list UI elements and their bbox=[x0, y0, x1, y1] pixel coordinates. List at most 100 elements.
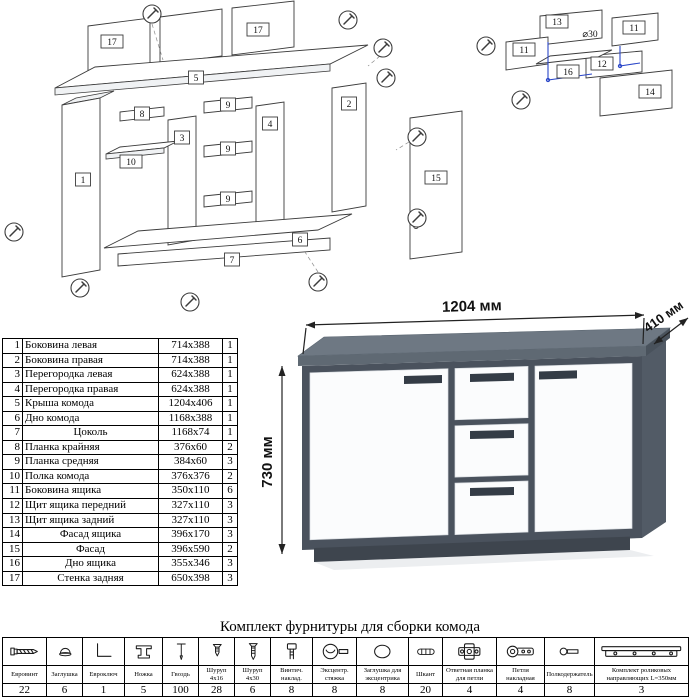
height-dimension: 730 мм bbox=[259, 366, 286, 554]
part-num: 13 bbox=[2, 512, 23, 529]
part-size: 1168x74 bbox=[158, 425, 223, 441]
hardware-qty: 6 bbox=[46, 683, 83, 697]
hardware-name: Петля накладная bbox=[496, 665, 545, 684]
hardware-qty: 22 bbox=[2, 683, 47, 697]
part-number-label: 2 bbox=[347, 100, 352, 110]
part-num: 2 bbox=[2, 352, 23, 369]
part-size: 650x398 bbox=[158, 570, 223, 587]
hardware-qty: 100 bbox=[162, 683, 199, 697]
hardware-qty: 8 bbox=[356, 683, 409, 697]
hardware-qty: 4 bbox=[442, 683, 497, 697]
part-name: Перегородка правая bbox=[22, 381, 159, 398]
hardware-name: Заглушка bbox=[46, 665, 83, 684]
hardware-icons-row bbox=[2, 637, 689, 666]
shelf-support-icon bbox=[544, 637, 595, 666]
part-num: 8 bbox=[2, 439, 23, 456]
part-name: Боковина правая bbox=[22, 352, 159, 369]
part-name: Дно ящика bbox=[22, 556, 159, 572]
part-number-label: 7 bbox=[230, 256, 235, 266]
hinge-icon bbox=[496, 637, 545, 666]
part-qty: 1 bbox=[222, 338, 238, 354]
plug-icon bbox=[46, 637, 83, 666]
handle-notch bbox=[404, 375, 442, 384]
handle-notches bbox=[404, 370, 577, 496]
dresser-facades bbox=[309, 362, 633, 541]
part-qty: 2 bbox=[222, 541, 238, 558]
part-name: Перегородка левая bbox=[22, 367, 159, 383]
hardware-name: Евровинт bbox=[2, 665, 47, 684]
part-size: 376x376 bbox=[158, 468, 223, 485]
fastener-callout-circle bbox=[373, 38, 393, 58]
part-number-box bbox=[545, 14, 569, 29]
fastener-callout-circle bbox=[376, 68, 396, 88]
part-number-box bbox=[638, 84, 662, 99]
part-name: Щит ящика задний bbox=[22, 512, 159, 529]
screw-washer-icon bbox=[270, 637, 313, 666]
part-qty: 3 bbox=[222, 570, 238, 587]
part-number-box bbox=[100, 34, 124, 49]
hardware-name: Эксцентр. стяжка bbox=[312, 665, 357, 684]
part-name: Фасад bbox=[22, 541, 159, 558]
hardware-name: Гвоздь bbox=[162, 665, 199, 684]
dowel-icon bbox=[408, 637, 443, 666]
floor-shadow bbox=[314, 550, 654, 570]
part-qty: 3 bbox=[222, 556, 238, 572]
part-number-box bbox=[224, 252, 240, 267]
fastener-callout-circle bbox=[407, 208, 427, 228]
part-number-box bbox=[424, 170, 448, 185]
part-size: 624x388 bbox=[158, 367, 223, 383]
hardware-name: Полкодержатель bbox=[544, 665, 595, 684]
part-qty: 6 bbox=[222, 483, 238, 500]
part-number-label: 5 bbox=[194, 74, 199, 84]
leg-icon bbox=[124, 637, 163, 666]
part-size: 714x388 bbox=[158, 352, 223, 369]
part-num: 14 bbox=[2, 527, 23, 543]
fastener-callout-circle bbox=[338, 10, 358, 30]
hardware-name: Шуруп 4x16 bbox=[198, 665, 235, 684]
hardware-name: Винтич. наклад. bbox=[270, 665, 313, 684]
part-number-label: 9 bbox=[226, 145, 231, 155]
fastener-callout-circle bbox=[180, 292, 200, 312]
width-dimension: 1204 мм bbox=[302, 297, 645, 355]
roller-guides-icon bbox=[594, 637, 689, 666]
part-name: Боковина ящика bbox=[22, 483, 159, 500]
part-num: 3 bbox=[2, 367, 23, 383]
part-number-box bbox=[188, 70, 204, 85]
part-num: 1 bbox=[2, 338, 23, 354]
part-size: 396x590 bbox=[158, 541, 223, 558]
part-size: 350x110 bbox=[158, 483, 223, 500]
part-num: 12 bbox=[2, 498, 23, 514]
part-size: 624x388 bbox=[158, 381, 223, 398]
part-qty: 3 bbox=[222, 527, 238, 543]
hardware-qty: 1 bbox=[82, 683, 125, 697]
part-num: 15 bbox=[2, 541, 23, 558]
part-size: 355x346 bbox=[158, 556, 223, 572]
handle-notch bbox=[470, 430, 514, 439]
hardware-name: Комплект роликовых направляющих L=350мм bbox=[594, 665, 689, 684]
part-qty: 1 bbox=[222, 381, 238, 398]
part-number-box bbox=[220, 97, 236, 112]
eccentric-plug-icon bbox=[356, 637, 409, 666]
part-number-label: 9 bbox=[226, 195, 231, 205]
part-number-label: 11 bbox=[629, 24, 638, 34]
part-size: 384x60 bbox=[158, 454, 223, 470]
hardware-qty: 28 bbox=[198, 683, 235, 697]
part-num: 6 bbox=[2, 410, 23, 427]
part-name: Дно комода bbox=[22, 410, 159, 427]
part-size: 327x110 bbox=[158, 512, 223, 529]
part-number-label: 16 bbox=[563, 68, 573, 78]
